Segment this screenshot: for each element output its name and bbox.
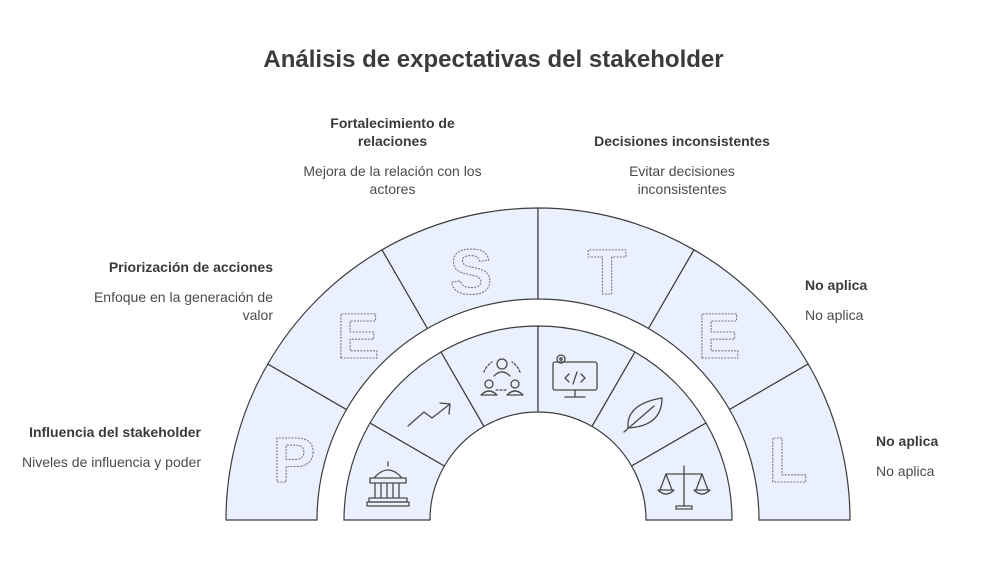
callout-heading: Priorización de acciones: [108, 259, 273, 275]
people-network-icon: [480, 358, 524, 396]
page-title: Análisis de expectativas del stakeholder: [263, 46, 724, 73]
inner-ring: [343, 325, 733, 521]
callout-p: Influencia del stakeholder Niveles de in…: [20, 423, 201, 471]
callout-s: Fortalecimiento de relaciones Mejora de …: [300, 114, 485, 198]
callout-description: Niveles de influencia y poder: [22, 454, 201, 470]
computer-code-icon: [552, 354, 598, 398]
callout-description: Mejora de la relación con los actores: [303, 163, 482, 197]
callout-description: No aplica: [805, 307, 864, 323]
outer-ring: [225, 207, 851, 521]
callout-heading: Influencia del stakeholder: [29, 424, 201, 440]
scales-icon: [657, 465, 711, 510]
letter-e1: E: [337, 300, 380, 372]
callout-heading: Decisiones inconsistentes: [594, 133, 770, 149]
letter-e2: E: [698, 300, 741, 372]
letter-s: S: [450, 236, 493, 308]
inner-segment-l[interactable]: [630, 422, 733, 521]
government-building-icon: [366, 461, 410, 507]
callout-e2: No aplica No aplica: [805, 276, 955, 324]
callout-description: Enfoque en la generación de valor: [93, 289, 273, 323]
callout-description: Evitar decisiones inconsistentes: [629, 163, 735, 197]
callout-heading: No aplica: [805, 277, 868, 293]
callout-t: Decisiones inconsistentes Evitar decisio…: [583, 132, 781, 198]
callout-heading: Fortalecimiento de relaciones: [330, 115, 455, 149]
callout-description: No aplica: [876, 463, 935, 479]
letter-t: T: [587, 236, 626, 308]
segment-l[interactable]: [728, 363, 851, 521]
trend-arrow-icon: [407, 402, 451, 427]
letter-l: L: [768, 424, 807, 496]
callout-e1: Priorización de acciones Enfoque en la g…: [92, 258, 273, 324]
callout-heading: No aplica: [876, 433, 939, 449]
callout-l: No aplica No aplica: [876, 432, 976, 480]
leaf-icon: [623, 397, 663, 433]
letter-p: P: [273, 424, 316, 496]
